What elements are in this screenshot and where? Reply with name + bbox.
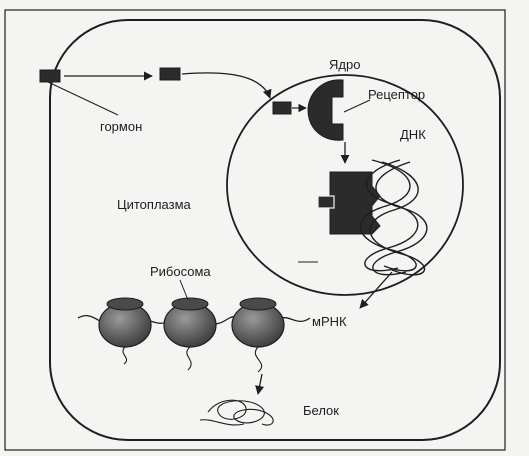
arrow-into-nucleus [182,73,270,98]
arrow-to-protein [258,374,262,394]
label-cytoplasm: Цитоплазма [117,197,192,212]
arrow-to-mrna [360,272,392,308]
hormone-receptor-complex [330,172,380,234]
hormone-molecule-nucleus [273,102,291,114]
label-mrna: мРНК [312,314,347,329]
hormone-molecule-cytoplasm [160,68,180,80]
label-receptor: Рецептор [368,87,425,102]
hormone-leader-line [48,82,118,115]
receptor-leader-line [344,100,370,112]
ribosome-leader-line [180,280,188,300]
hormone-in-complex [318,196,334,208]
ribosome-1 [99,298,151,364]
label-nucleus: Ядро [329,57,360,72]
ribosome-2 [164,298,216,370]
cell-membrane [50,20,500,440]
label-ribosome: Рибосома [150,264,211,279]
protein-coil [200,400,273,425]
ribosome-3 [232,298,284,372]
label-dna: ДНК [400,127,426,142]
label-hormone: гормон [100,119,142,134]
hormone-molecule-outside [40,70,60,82]
label-protein: Белок [303,403,339,418]
receptor-shape [308,80,343,140]
